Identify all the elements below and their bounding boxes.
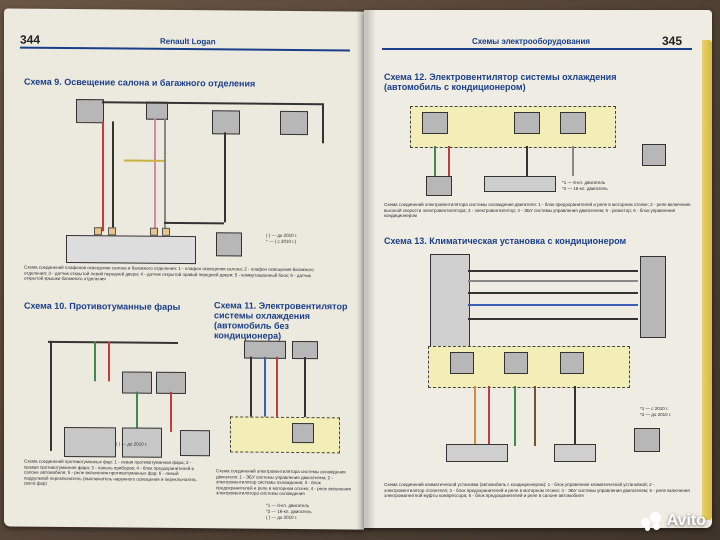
scheme13-connector — [640, 256, 666, 338]
scheme12-relay-2 — [514, 112, 540, 134]
scheme13-title: Схема 13. Климатическая установка с конд… — [384, 236, 627, 246]
scheme13-relay-3 — [560, 352, 584, 374]
scheme12-title: Схема 12. Электровентилятор системы охла… — [384, 72, 617, 92]
scheme13-caption: Схема соединений климатической установки… — [384, 482, 690, 498]
scheme13-relay-2 — [504, 352, 528, 374]
scheme13-fan-block — [554, 444, 596, 462]
right-page-number: 345 — [661, 34, 682, 48]
scheme11-title: Схема 11. Электровентилятор системы охла… — [214, 300, 348, 341]
right-page: Схемы электрооборудования 345 Схема 12. … — [364, 10, 712, 528]
scheme10-title: Схема 10. Противотуманные фары — [24, 300, 181, 312]
scheme12-caption: Схема соединений электровентилятора сист… — [384, 202, 691, 218]
scheme12-relay-3 — [560, 112, 586, 134]
scheme12-resistor — [642, 144, 666, 166]
left-book-name: Renault Logan — [160, 36, 216, 46]
left-page: 344 Renault Logan Схема 9. Освещение сал… — [4, 8, 364, 530]
scheme12-note: *1 — 8-кл. двигатель *2 — 16-кл. двигате… — [562, 180, 608, 191]
right-page-header: Схемы электрооборудования 345 — [382, 34, 692, 50]
scheme9-door-sensor-left — [212, 110, 240, 135]
watermark-text: Avito — [666, 512, 706, 529]
scheme11-note: *1 — 8-кл. двигатель *2 — 16-кл. двигате… — [266, 502, 312, 520]
avito-logo-icon — [640, 512, 663, 531]
scheme9-caption: Схема соединений плафонов освещения сало… — [24, 264, 314, 282]
scheme9-title: Схема 9. Освещение салона и багажного от… — [24, 76, 256, 89]
scheme10-instrument-panel — [64, 426, 116, 458]
scheme10-right-fog-lamp — [156, 371, 186, 395]
scheme10-left-fog-lamp — [122, 371, 152, 394]
right-section-title: Схемы электрооборудования — [472, 36, 591, 46]
scheme11-fan-relay — [292, 422, 314, 444]
scheme11-caption: Схема соединений электровентилятора сист… — [216, 468, 351, 497]
left-page-header: 344 Renault Logan — [20, 32, 350, 52]
left-page-number: 344 — [20, 32, 41, 47]
scheme10-caption: Схема соединений противотуманных фар: 1 … — [24, 458, 197, 486]
scheme10-relay — [180, 429, 210, 457]
scheme9-ceiling-lamp — [76, 99, 104, 124]
scheme13-relay-1 — [450, 352, 474, 374]
scheme9-door-sensor-right — [280, 110, 308, 136]
page-edge — [702, 40, 712, 520]
scheme9-note: ( ) — до 2010 г. * — ( с 2010 г.) — [266, 232, 298, 244]
scheme11-fuse-relay-block — [230, 416, 340, 454]
scheme9-switch-unit — [66, 234, 196, 265]
scheme13-note: *1 — с 2010 г. *2 — до 2010 г. — [640, 406, 672, 417]
scheme13-ecu — [446, 444, 508, 462]
scheme13-control-unit — [430, 254, 470, 348]
scheme10-note: ( ) — до 2010 г. — [116, 441, 148, 447]
open-book: 344 Renault Logan Схема 9. Освещение сал… — [4, 8, 716, 534]
scheme13-blower-motor — [634, 428, 660, 452]
scheme9-trunk-sensor — [216, 232, 242, 257]
scheme12-relay-1 — [422, 112, 448, 134]
scheme12-ecu — [484, 176, 556, 192]
watermark: Avito — [640, 512, 706, 531]
scheme12-fan — [426, 176, 452, 196]
